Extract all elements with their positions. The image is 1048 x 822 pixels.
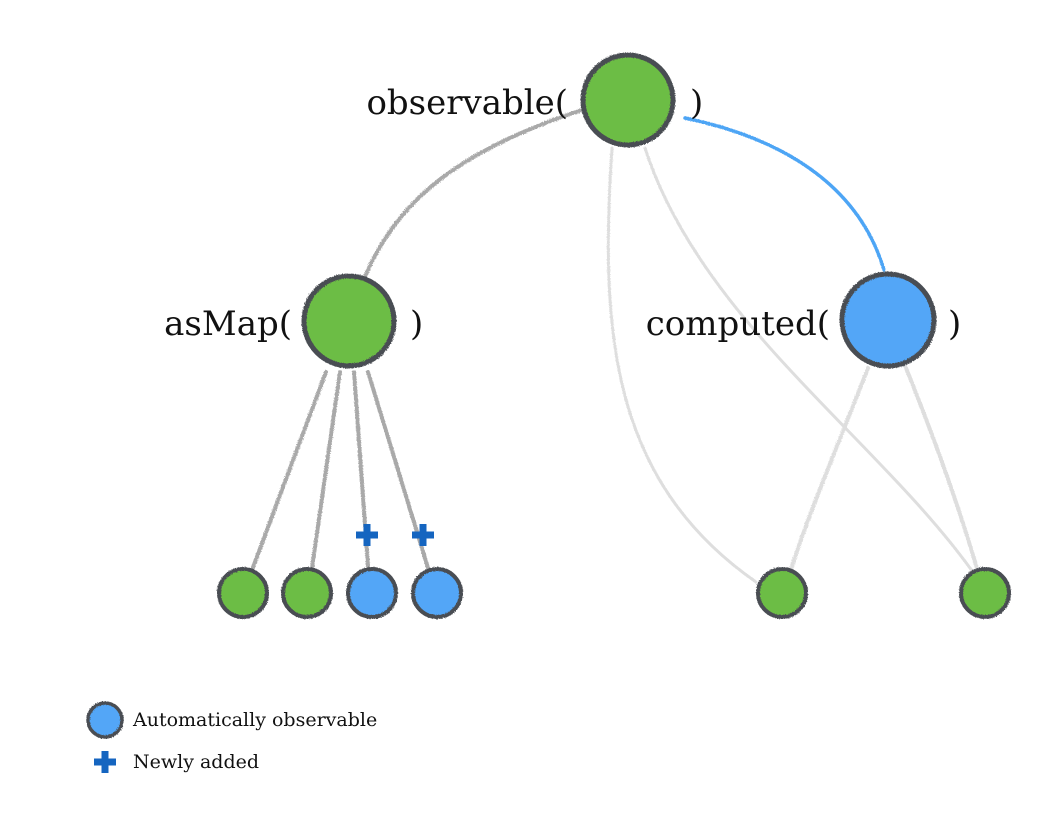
root-node-close: ) <box>690 83 703 123</box>
root-node: observable( ) <box>366 52 703 148</box>
edge-root-to-leaf-6 <box>643 146 977 577</box>
blue-circle-icon <box>86 701 124 739</box>
leaf-nodes <box>217 567 1011 619</box>
legend-newly-added-label: Newly added <box>133 751 259 773</box>
edge-computed-to-leaf-6 <box>904 366 980 574</box>
edge-root-to-asmap <box>360 108 584 286</box>
plus-icon <box>356 524 378 546</box>
root-node-circle <box>580 52 676 148</box>
edge-asmap-to-leaf-2 <box>310 370 342 570</box>
leaf-node-2 <box>281 567 333 619</box>
asmap-node: asMap( ) <box>164 273 423 369</box>
computed-node: computed( ) <box>646 271 961 369</box>
edge-root-to-leaf-5 <box>606 146 758 584</box>
asmap-node-circle <box>301 273 397 369</box>
legend-item-newly-added: Newly added <box>94 751 259 773</box>
computed-node-close: ) <box>948 304 961 344</box>
leaf-node-1 <box>217 567 269 619</box>
leaf-node-4 <box>411 567 463 619</box>
edge-computed-to-leaf-5 <box>788 366 870 574</box>
asmap-node-label: asMap( <box>164 304 292 344</box>
leaf-node-3 <box>346 567 398 619</box>
legend-item-auto-observable: Automatically observable <box>86 701 377 739</box>
newly-added-markers <box>356 524 434 546</box>
root-node-label: observable( <box>366 83 568 123</box>
edge-asmap-to-leaf-1 <box>250 370 328 572</box>
leaf-node-5 <box>756 567 808 619</box>
plus-icon <box>94 751 116 773</box>
edge-asmap-to-leaf-4 <box>366 370 430 570</box>
leaf-node-6 <box>959 567 1011 619</box>
computed-node-circle <box>839 271 937 369</box>
edge-root-to-computed <box>683 116 886 272</box>
legend: Automatically observable Newly added <box>86 701 377 773</box>
asmap-node-close: ) <box>410 304 423 344</box>
plus-icon <box>412 524 434 546</box>
computed-node-label: computed( <box>646 304 830 344</box>
legend-auto-observable-label: Automatically observable <box>132 709 377 731</box>
